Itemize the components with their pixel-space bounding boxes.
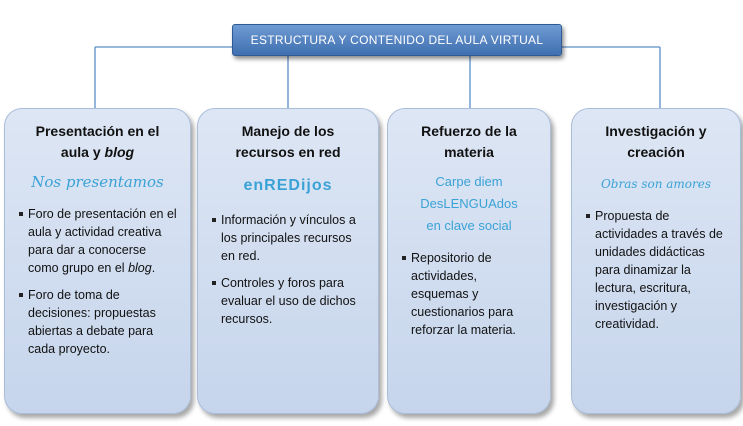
bullet-text-end: . xyxy=(151,261,156,275)
card-investigacion: Investigación y creación Obras son amore… xyxy=(571,108,741,414)
list-item: Propuesta de actividades a través de uni… xyxy=(584,207,728,333)
list-item: Foro de presentación en el aula y activi… xyxy=(17,205,178,277)
card-presentacion: Presentación en el aula y blog Nos prese… xyxy=(4,108,191,414)
card-title-line-1: Investigación y xyxy=(605,123,707,139)
diagram-title-box: ESTRUCTURA Y CONTENIDO DEL AULA VIRTUAL xyxy=(232,24,562,56)
list-item: Información y vínculos a los principales… xyxy=(210,211,366,265)
logo-carpe-diem: Carpe diem xyxy=(435,174,503,189)
logo-nos-presentamos: Nos presentamos xyxy=(31,173,164,191)
list-item: Foro de toma de decisiones: propuestas a… xyxy=(17,286,178,358)
bullet-text: Propuesta de actividades a través de uni… xyxy=(595,209,723,331)
list-item: Repositorio de actividades, esquemas y c… xyxy=(400,249,538,339)
bullet-text-blog: blog xyxy=(128,261,152,275)
bullet-text: Información y vínculos a los principales… xyxy=(221,213,356,263)
card-title: Manejo de los recursos en red xyxy=(210,121,366,163)
logo-group-refuerzo: Carpe diem DesLENGUAdos en clave social xyxy=(400,171,538,237)
card-title-line-2: materia xyxy=(444,144,494,160)
card-title: Presentación en el aula y blog xyxy=(17,121,178,163)
bullet-text: Controles y foros para evaluar el uso de… xyxy=(221,276,356,326)
logo-enredijos: enREDijos xyxy=(243,177,333,194)
bullet-text: Foro de toma de decisiones: propuestas a… xyxy=(28,288,156,356)
card-title-line-2: recursos en red xyxy=(235,144,341,160)
bullet-list: Foro de presentación en el aula y activi… xyxy=(17,205,178,358)
card-title: Investigación y creación xyxy=(584,121,728,163)
bullet-list: Propuesta de actividades a través de uni… xyxy=(584,207,728,333)
card-title-line-1: Manejo de los xyxy=(241,123,335,139)
card-title-line-2: aula y xyxy=(60,144,105,160)
card-title-blog: blog xyxy=(104,144,135,160)
logo-clave-social: en clave social xyxy=(426,218,512,233)
card-title-line-1: Refuerzo de la xyxy=(421,123,517,139)
bullet-text: Repositorio de actividades, esquemas y c… xyxy=(411,251,516,337)
list-item: Controles y foros para evaluar el uso de… xyxy=(210,274,366,328)
bullet-list: Repositorio de actividades, esquemas y c… xyxy=(400,249,538,339)
card-title-line-2: creación xyxy=(627,144,685,160)
bullet-text: Foro de presentación en el aula y activi… xyxy=(28,207,177,275)
diagram-title: ESTRUCTURA Y CONTENIDO DEL AULA VIRTUAL xyxy=(250,33,544,47)
card-refuerzo: Refuerzo de la materia Carpe diem DesLEN… xyxy=(387,108,551,414)
logo-deslenguados: DesLENGUAdos xyxy=(420,196,518,211)
bullet-list: Información y vínculos a los principales… xyxy=(210,211,366,328)
logo-obras-son-amores: Obras son amores xyxy=(600,177,712,191)
card-manejo-recursos: Manejo de los recursos en red enREDijos … xyxy=(197,108,379,414)
card-title: Refuerzo de la materia xyxy=(400,121,538,163)
card-title-line-1: Presentación en el xyxy=(35,123,160,139)
